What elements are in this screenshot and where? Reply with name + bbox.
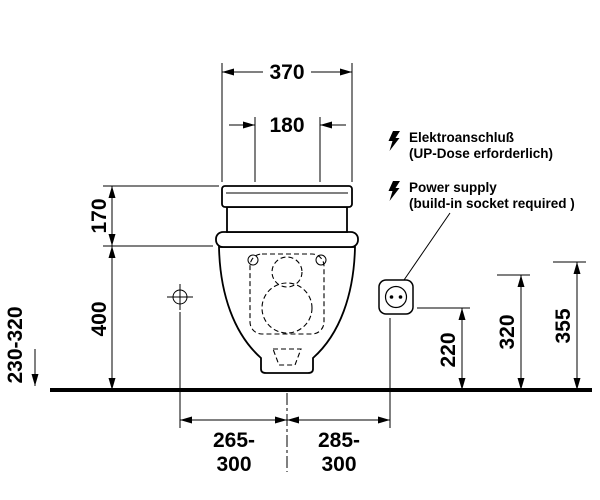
dim-label-170: 170 bbox=[88, 198, 111, 233]
dim-label-265: 265- bbox=[213, 429, 255, 452]
seat-profile bbox=[215, 231, 359, 248]
dim-label-285: 285- bbox=[318, 429, 360, 452]
dimension-400: 400 bbox=[88, 246, 116, 390]
dim-label-400: 400 bbox=[88, 301, 111, 336]
dim-label-355: 355 bbox=[552, 308, 575, 343]
outlet bbox=[272, 348, 302, 366]
dim-label-230-320: 230-320 bbox=[4, 306, 27, 383]
socket-icon bbox=[378, 279, 414, 315]
flush-circle-small bbox=[271, 256, 303, 288]
note-de-line2: (UP-Dose erforderlich) bbox=[409, 146, 553, 161]
lightning-icon bbox=[388, 181, 400, 201]
dim-label-180: 180 bbox=[269, 114, 304, 137]
dimension-230-320: 230-320 bbox=[4, 306, 39, 386]
dim-label-285b: 300 bbox=[321, 453, 356, 476]
cistern-lid bbox=[221, 185, 353, 208]
toilet-drawing bbox=[215, 185, 359, 374]
hinge-hole-left bbox=[247, 254, 259, 266]
dimension-370: 370 bbox=[221, 61, 353, 182]
note-en-line1: Power supply bbox=[409, 180, 497, 195]
lightning-icon bbox=[388, 131, 400, 151]
dimension-170: 170 bbox=[88, 185, 219, 247]
center-mark-icon bbox=[167, 284, 193, 310]
dimension-180: 180 bbox=[229, 114, 346, 182]
note-de-line1: Elektroanschluß bbox=[409, 130, 514, 145]
dimension-285-300: 285- 300 bbox=[287, 318, 391, 476]
dimension-265-300: 265- 300 bbox=[179, 312, 287, 476]
hinge-hole-right bbox=[315, 254, 327, 266]
hidden-detail-frame bbox=[249, 253, 325, 335]
cistern-tank bbox=[226, 206, 348, 233]
dimension-320: 320 bbox=[496, 274, 530, 390]
bowl-outline bbox=[218, 246, 356, 374]
note-en-line2: (build-in socket required ) bbox=[409, 196, 575, 211]
dim-label-220: 220 bbox=[437, 332, 460, 367]
dim-label-370: 370 bbox=[269, 61, 304, 84]
dimension-355: 355 bbox=[552, 261, 586, 390]
dim-label-265b: 300 bbox=[216, 453, 251, 476]
dimension-220: 220 bbox=[417, 307, 470, 390]
dim-label-320: 320 bbox=[496, 314, 519, 349]
flush-circle-large bbox=[261, 282, 313, 334]
leader-line bbox=[403, 212, 451, 281]
electrical-notes: Elektroanschluß (UP-Dose erforderlich) P… bbox=[378, 130, 575, 315]
